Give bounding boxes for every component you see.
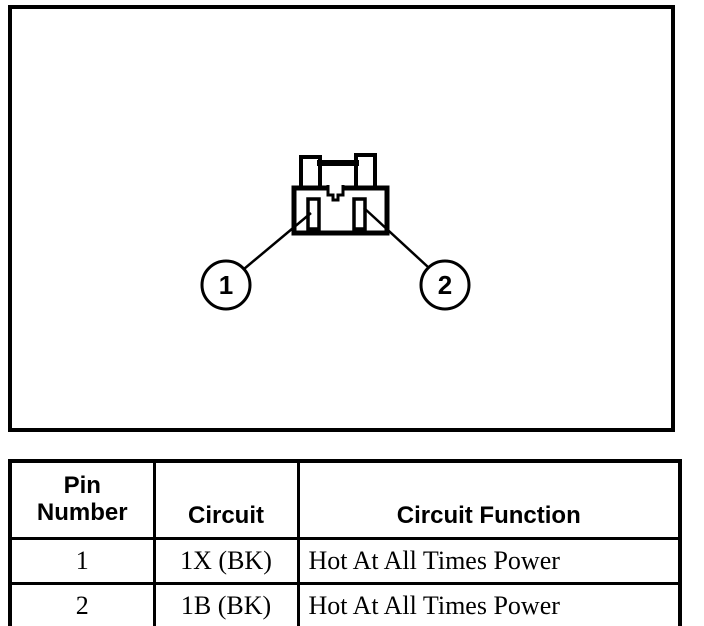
- connector-diagram: 1 2: [8, 5, 675, 432]
- row-2-pin-number: 2: [8, 582, 156, 626]
- pin-2-slot: [352, 197, 367, 231]
- connector-keyway-notch: [326, 185, 345, 202]
- pinout-table-header-row: Pin Number Circuit Circuit Function: [8, 459, 682, 540]
- header-pin-number-line1: Pin: [63, 472, 101, 500]
- pin-1-callout-label: 1: [219, 270, 233, 300]
- header-pin-number: Pin Number: [8, 459, 156, 540]
- pin-2-callout-label: 2: [438, 270, 452, 300]
- pin-2-leader-line: [363, 207, 429, 268]
- row-1-circuit: 1X (BK): [152, 537, 300, 585]
- row-2-circuit-function: Hot At All Times Power: [296, 582, 682, 626]
- pin-1-leader-line: [243, 212, 312, 270]
- table-row: 2 1B (BK) Hot At All Times Power: [8, 582, 682, 626]
- row-1-circuit-function: Hot At All Times Power: [296, 537, 682, 585]
- header-pin-number-line2: Number: [36, 499, 128, 526]
- row-2-circuit: 1B (BK): [152, 582, 300, 626]
- header-circuit: Circuit: [152, 459, 300, 540]
- pinout-table: Pin Number Circuit Circuit Function 1 1X…: [8, 459, 682, 626]
- pin-1-callout-circle: [200, 259, 252, 311]
- header-circuit-function: Circuit Function: [296, 459, 682, 540]
- row-1-pin-number: 1: [8, 537, 156, 585]
- pin-2-callout-circle: [419, 259, 471, 311]
- table-row: 1 1X (BK) Hot At All Times Power: [8, 537, 682, 585]
- connector-bridge-bar: [317, 160, 359, 166]
